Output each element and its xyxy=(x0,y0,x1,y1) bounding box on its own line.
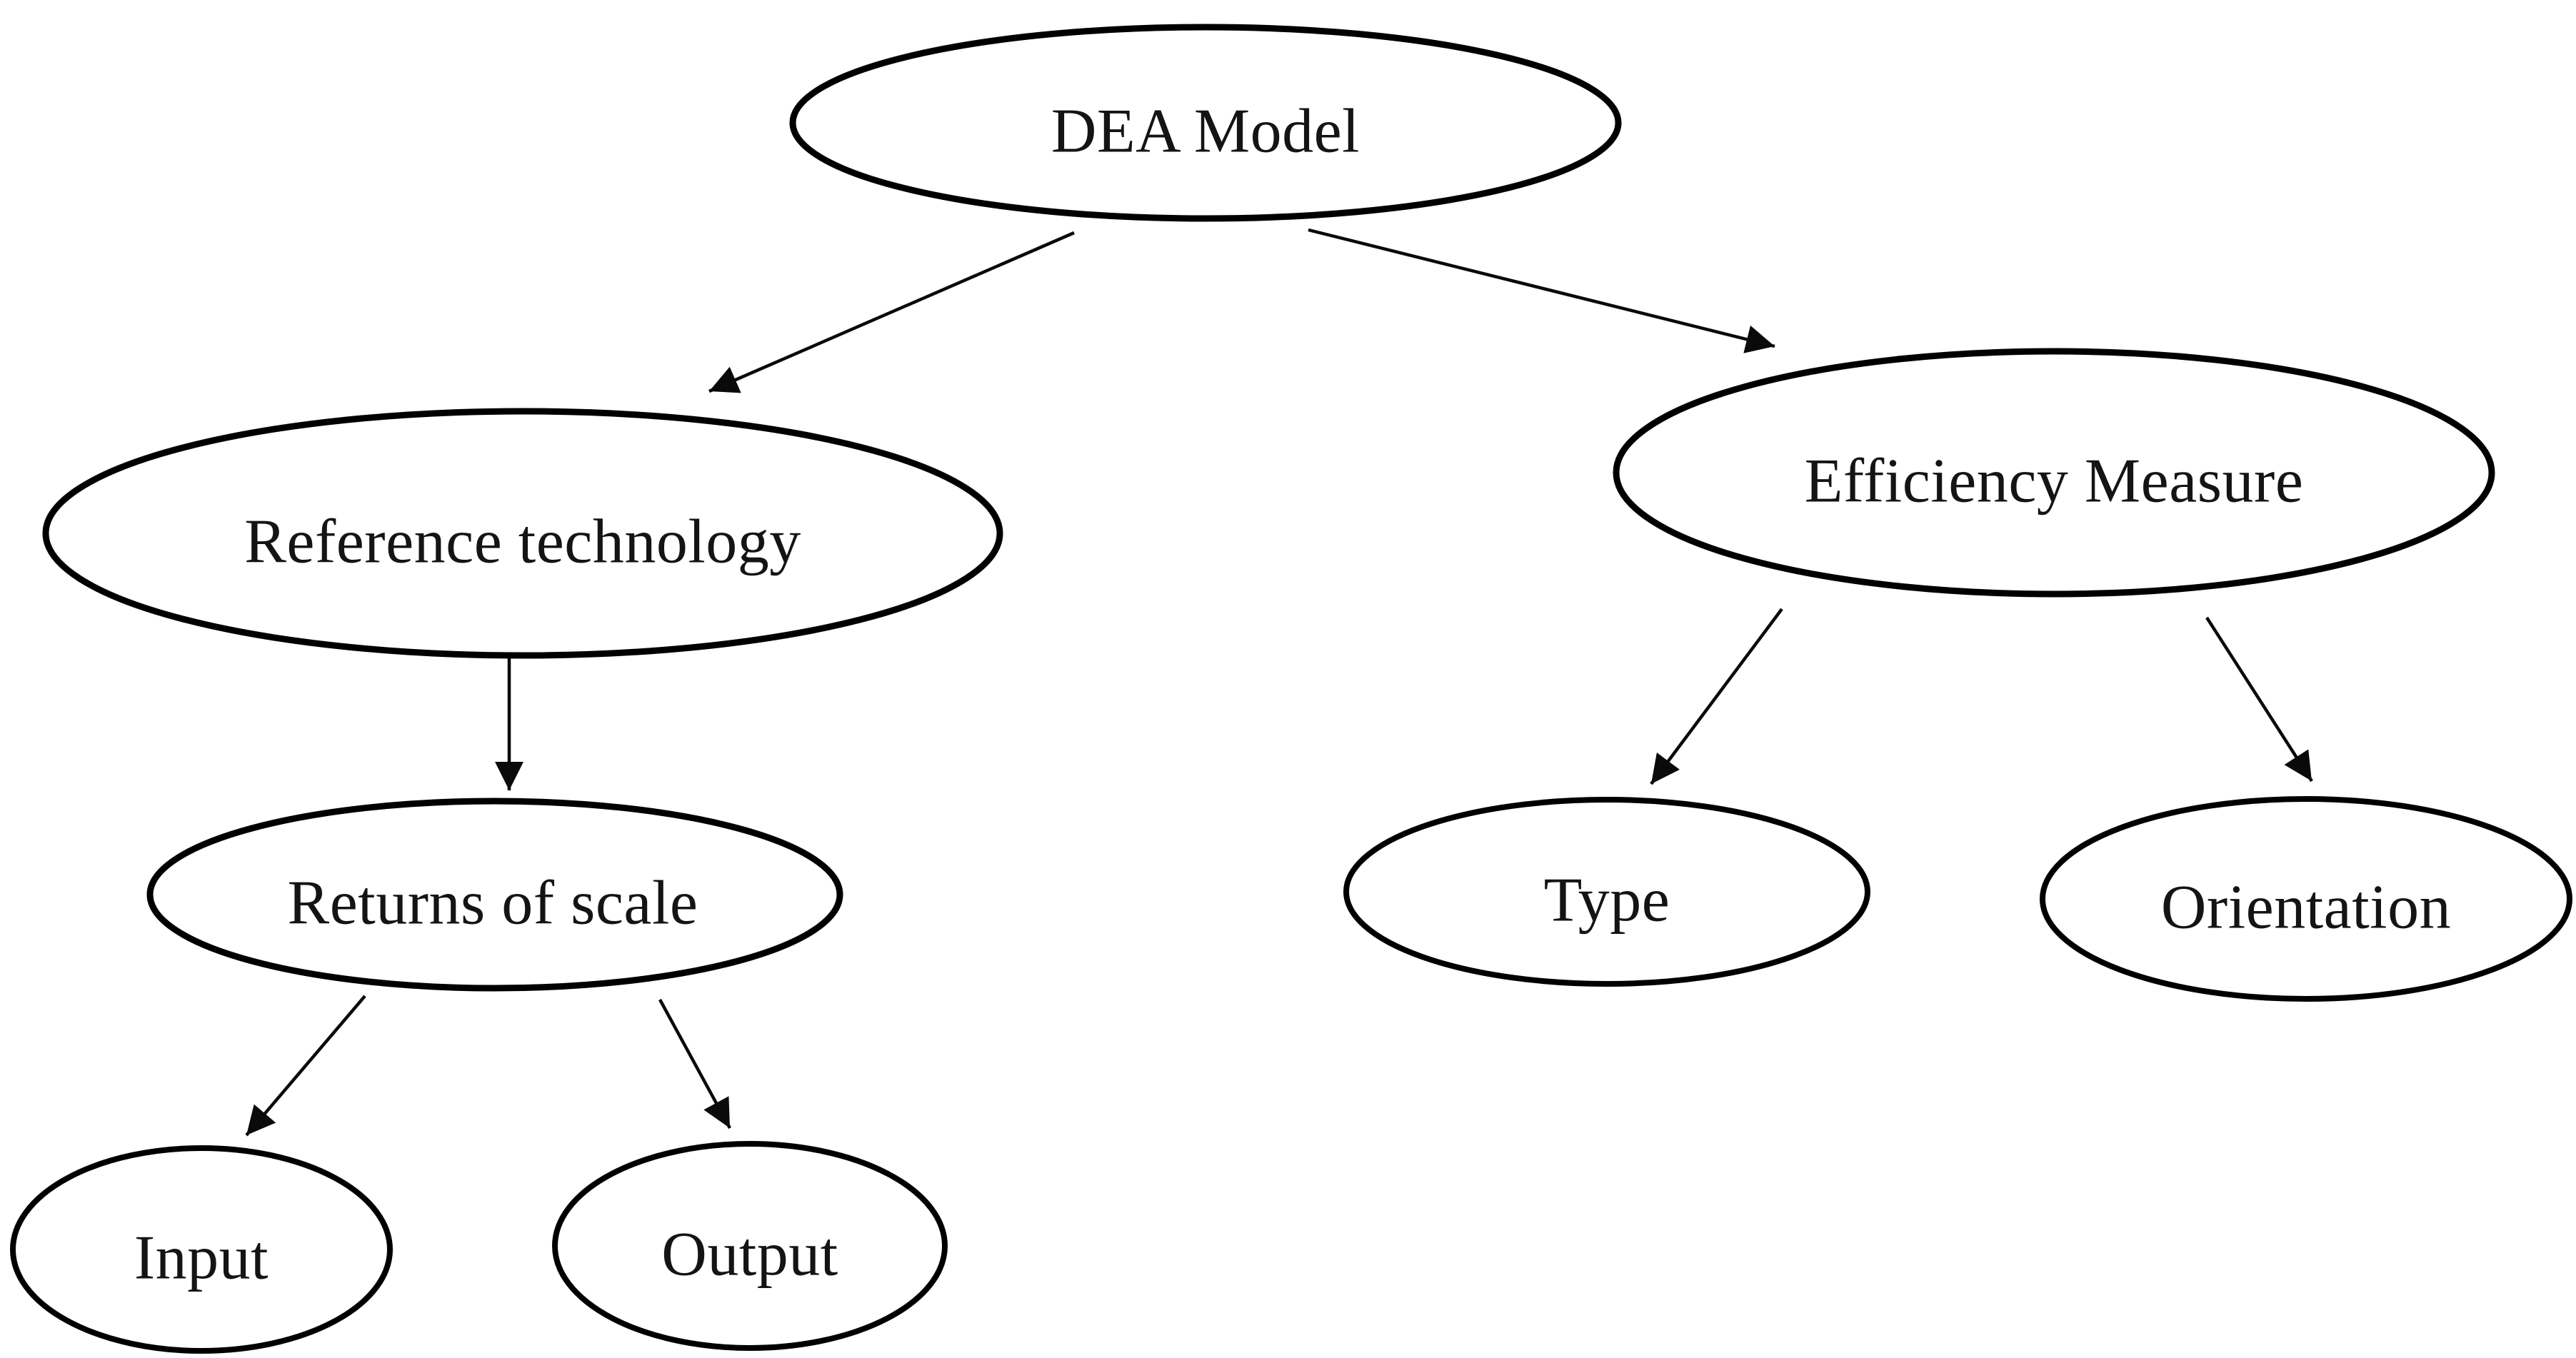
node-dea-model: DEA Model xyxy=(789,24,1622,222)
node-group: DEA Model Reference technology Efficienc… xyxy=(10,24,2572,1354)
node-type-label: Type xyxy=(1544,866,1670,935)
edge-group xyxy=(245,228,2313,1137)
edge-returns-of-scale-to-input xyxy=(245,995,366,1137)
node-output-ellipse xyxy=(552,1141,948,1351)
edge-dea-model-to-reference-technology xyxy=(708,231,1075,393)
node-returns-of-scale: Returns of scale xyxy=(146,798,843,992)
node-input-label: Input xyxy=(134,1224,269,1293)
node-output-label: Output xyxy=(661,1220,838,1289)
node-dea-model-label: DEA Model xyxy=(1051,97,1360,166)
node-reference-technology-label: Reference technology xyxy=(244,508,801,577)
node-efficiency-measure-label: Efficiency Measure xyxy=(1805,447,2304,516)
node-orientation-label: Orientation xyxy=(2161,873,2451,942)
node-input-ellipse xyxy=(10,1145,393,1354)
node-orientation-ellipse xyxy=(2040,796,2572,1002)
edge-efficiency-measure-to-type xyxy=(1650,608,1783,785)
node-output: Output xyxy=(552,1141,948,1351)
node-dea-model-ellipse xyxy=(789,24,1622,222)
node-type: Type xyxy=(1343,797,1870,987)
node-input: Input xyxy=(10,1145,393,1354)
node-efficiency-measure: Efficiency Measure xyxy=(1613,348,2495,598)
node-type-ellipse xyxy=(1343,797,1870,987)
edge-returns-of-scale-to-output xyxy=(658,998,731,1130)
node-returns-of-scale-label: Returns of scale xyxy=(288,869,698,938)
node-reference-technology-ellipse xyxy=(42,408,1003,659)
edge-efficiency-measure-to-orientation xyxy=(2205,616,2313,783)
node-returns-of-scale-ellipse xyxy=(146,798,843,992)
node-orientation: Orientation xyxy=(2040,796,2572,1002)
node-reference-technology: Reference technology xyxy=(42,408,1003,659)
edge-dea-model-to-efficiency-measure xyxy=(1308,228,1775,353)
node-efficiency-measure-ellipse xyxy=(1613,348,2495,598)
